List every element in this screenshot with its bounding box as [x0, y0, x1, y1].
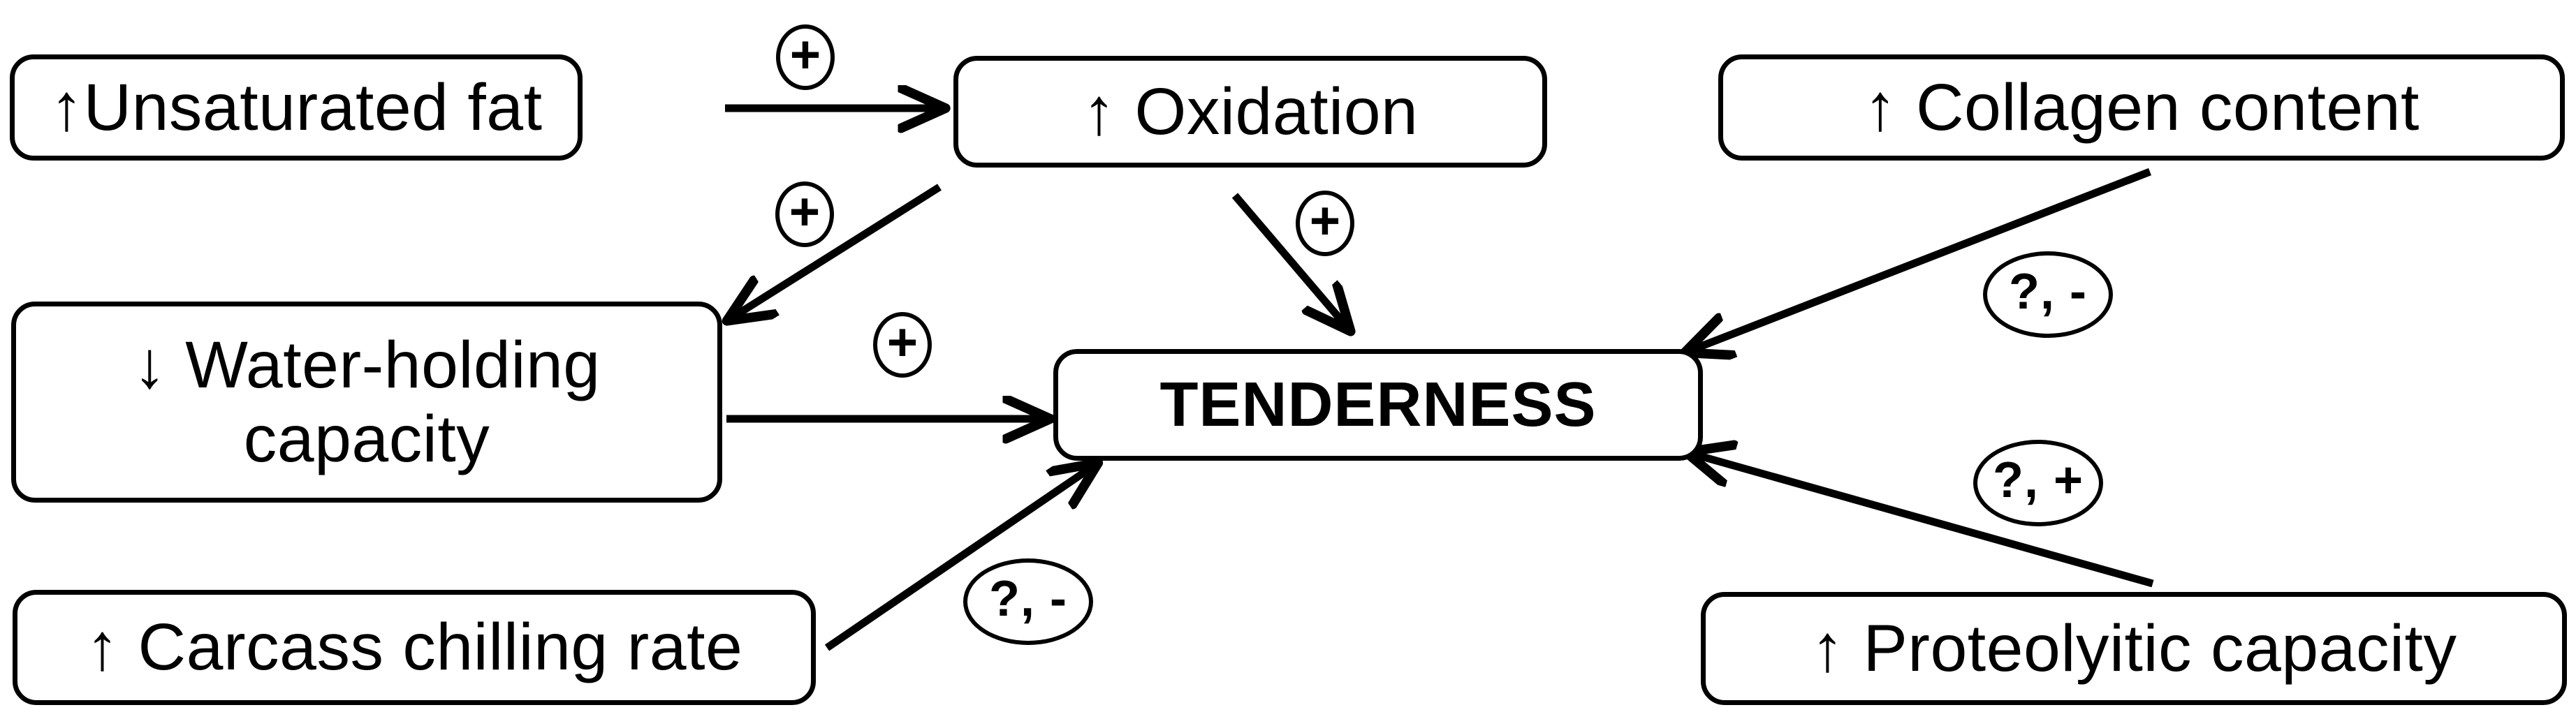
edge-sign-plus-oxidation-water-holding: + [775, 181, 834, 247]
node-water-holding-capacity[interactable]: ↓ Water-holding capacity [11, 302, 722, 503]
node-carcass-chilling-rate[interactable]: ↑ Carcass chilling rate [13, 590, 816, 705]
node-unsaturated-fat[interactable]: ↑Unsaturated fat [10, 54, 583, 161]
edge-oxidation-to-water-holding-capacity [732, 184, 942, 318]
edge-sign-unknown-chilling-tenderness: ?, - [963, 558, 1093, 645]
edge-sign-plus-oxidation-tenderness: + [1296, 191, 1354, 256]
node-proteolyitic-capacity[interactable]: ↑ Proteolyitic capacity [1701, 592, 2567, 705]
edge-proteolyitic-capacity-to-tenderness [1692, 454, 2154, 588]
node-tenderness[interactable]: TENDERNESS [1053, 349, 1703, 461]
edge-sign-plus-fat-oxidation: + [776, 24, 835, 90]
node-oxidation[interactable]: ↑ Oxidation [953, 56, 1547, 168]
edge-sign-plus-water-holding-tenderness: + [873, 312, 932, 378]
edge-sign-unknown-proteolysis-tenderness: ?, + [1973, 440, 2103, 526]
edge-oxidation-to-tenderness [1231, 193, 1347, 327]
node-collagen-content[interactable]: ↑ Collagen content [1718, 54, 2565, 161]
edge-collagen-content-to-tenderness [1690, 168, 2151, 350]
edge-carcass-chilling-rate-to-tenderness [824, 466, 1093, 651]
edge-sign-unknown-collagen-tenderness: ?, - [1983, 251, 2113, 338]
